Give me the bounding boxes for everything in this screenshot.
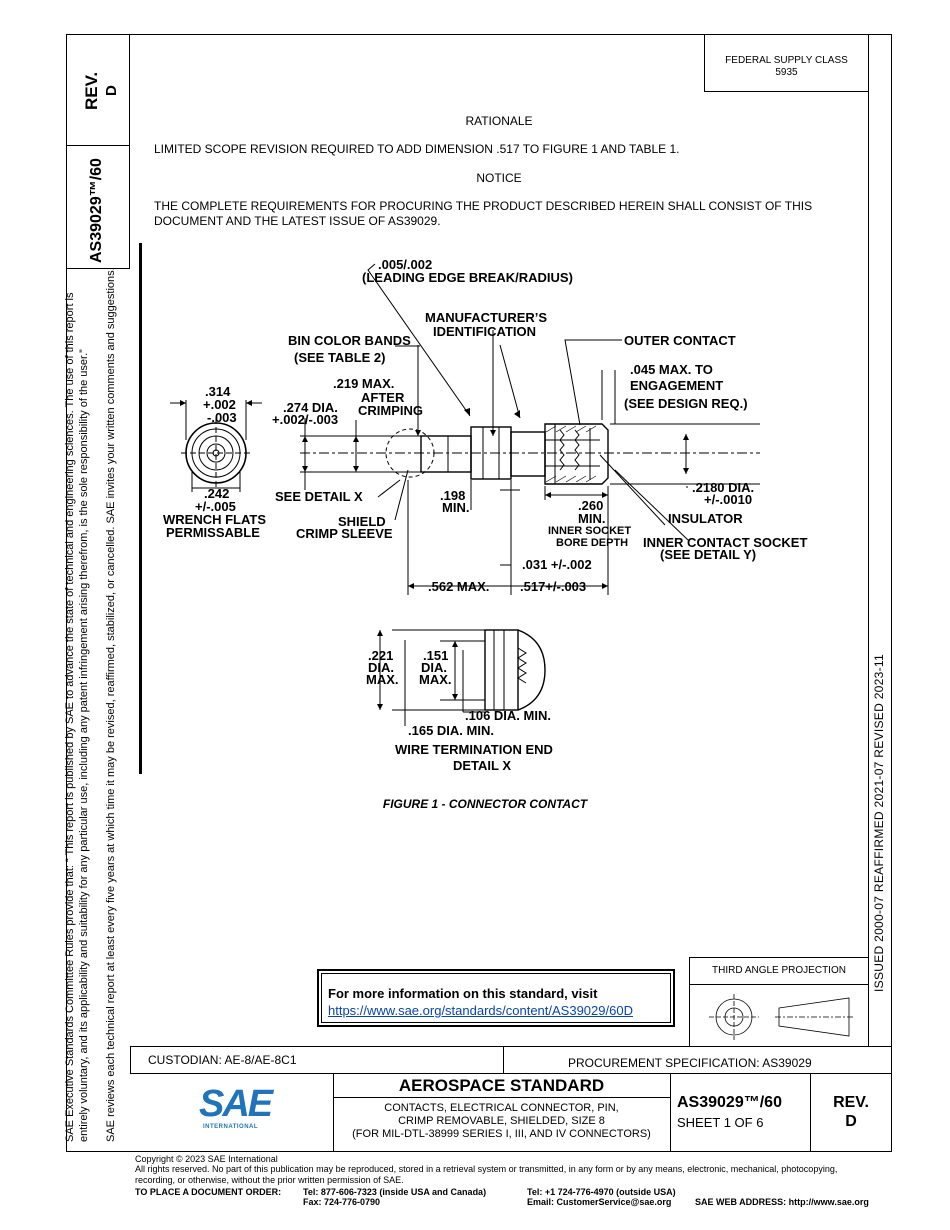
label-d151-3: MAX. (419, 672, 452, 687)
footer-rights-1: All rights reserved. No part of this pub… (135, 1164, 838, 1174)
label-engagement-3: (SEE DESIGN REQ.) (624, 396, 748, 411)
label-mfr-id-2: IDENTIFICATION (433, 324, 536, 339)
label-insulator: INSULATOR (668, 511, 743, 526)
label-wrench-1: WRENCH FLATS (163, 512, 266, 527)
sae-logo-sub: INTERNATIONAL (203, 1124, 259, 1130)
label-d221-2: DIA. (368, 660, 394, 675)
doc-number-box (66, 145, 130, 269)
label-see-detail-x: SEE DETAIL X (275, 489, 363, 504)
label-flats-3: -.003 (207, 410, 237, 425)
fsc-code: 5935 (775, 67, 798, 78)
label-flats-2: +.002 (203, 397, 236, 412)
label-mfr-id-1: MANUFACTURER’S (425, 310, 547, 325)
detail-x-body (484, 629, 519, 711)
crimp-barrel (420, 435, 472, 473)
rationale-heading: RATIONALE (465, 114, 533, 128)
label-d151-2: DIA. (421, 660, 447, 675)
label-dia274-2: +.002/-.003 (272, 412, 338, 427)
label-d242-1: .242 (204, 486, 229, 501)
footer-rights-2: recording, or otherwise, without the pri… (135, 1175, 404, 1185)
rev-letter: D (845, 1113, 857, 1130)
desc-line-3: (FOR MIL-DTL-38999 SERIES I, III, AND IV… (352, 1128, 651, 1140)
rev-label: REV. (833, 1094, 869, 1111)
label-inner-socket-1: INNER CONTACT SOCKET (643, 535, 807, 550)
label-d517: .517+/-.003 (520, 579, 586, 594)
label-d260-1: .260 (578, 498, 603, 513)
label-engagement-2: ENGAGEMENT (630, 378, 723, 393)
label-inner-socket-2: (SEE DETAIL Y) (660, 547, 756, 562)
label-d151-1: .151 (423, 648, 448, 663)
notice-text: THE COMPLETE REQUIREMENTS FOR PROCURING … (154, 199, 813, 228)
projection-symbol (709, 994, 854, 1040)
label-d260-2: MIN. (578, 511, 605, 526)
label-d2180-1: .2180 DIA. (692, 480, 754, 495)
label-d165: .165 DIA. MIN. (408, 723, 494, 738)
label-bore-1: INNER SOCKET (548, 525, 631, 537)
figure-caption: FIGURE 1 - CONNECTOR CONTACT (382, 797, 588, 811)
label-dia274-1: .274 DIA. (283, 400, 338, 415)
label-d562: .562 MAX. (428, 579, 489, 594)
custodian: CUSTODIAN: AE-8/AE-8C1 (148, 1053, 297, 1067)
label-d198-2: MIN. (442, 500, 469, 515)
label-detail-title-1: WIRE TERMINATION END (395, 742, 553, 757)
fsc-box (704, 34, 869, 92)
info-box (317, 969, 675, 1027)
doc-number: AS39029™/60 (677, 1094, 782, 1111)
label-d221-3: MAX. (366, 672, 399, 687)
standard-link[interactable]: https://www.sae.org/standards/content/AS… (328, 1003, 633, 1018)
label-outer-contact: OUTER CONTACT (624, 333, 736, 348)
right-strip-divider (868, 34, 869, 1046)
label-shield-2: CRIMP SLEEVE (296, 526, 393, 541)
label-bin-color-2: (SEE TABLE 2) (294, 350, 386, 365)
label-crimp-3: CRIMPING (358, 403, 423, 418)
label-bore-2: BORE DEPTH (556, 537, 628, 549)
footer-fax: Fax: 724-776-0790 (303, 1197, 381, 1207)
fsc-label: FEDERAL SUPPLY CLASS (725, 55, 848, 66)
rationale-text: LIMITED SCOPE REVISION REQUIRED TO ADD D… (154, 142, 680, 156)
footer-email: Email: CustomerService@sae.org (527, 1197, 672, 1207)
outer-contact-body (510, 431, 546, 477)
footer-tel-intl: Tel: +1 724-776-4970 (outside USA) (527, 1187, 676, 1197)
notice-heading: NOTICE (476, 171, 522, 185)
label-d242-2: +/-.005 (195, 499, 236, 514)
label-bin-color-1: BIN COLOR BANDS (288, 333, 411, 348)
projection-label: THIRD ANGLE PROJECTION (712, 965, 846, 976)
connector-contact-figure: .005/.002 (LEADING EDGE BREAK/RADIUS) MA… (163, 257, 807, 773)
footer-copyright: Copyright © 2023 SAE International (135, 1154, 278, 1164)
footer-order-label: TO PLACE A DOCUMENT ORDER: (135, 1187, 282, 1197)
footer-tel-us: Tel: 877-606-7323 (inside USA and Canada… (303, 1187, 487, 1197)
page-frame (66, 34, 892, 1152)
sae-logo: SAE (199, 1083, 273, 1125)
standard-type: AEROSPACE STANDARD (398, 1076, 605, 1095)
label-crimp-2: AFTER (361, 390, 405, 405)
label-d031: .031 +/-.002 (522, 557, 592, 572)
info-text: For more information on this standard, v… (328, 986, 598, 1001)
label-edge-break: .005/.002 (378, 257, 432, 272)
change-bar (139, 243, 142, 774)
label-d198-1: .198 (440, 488, 465, 503)
footer-web: SAE WEB ADDRESS: http://www.sae.org (695, 1197, 869, 1207)
label-d221-1: .221 (368, 648, 393, 663)
label-detail-title-2: DETAIL X (453, 758, 511, 773)
label-edge-break-note: (LEADING EDGE BREAK/RADIUS) (362, 270, 573, 285)
label-d2180-2: +/-.0010 (704, 492, 752, 507)
desc-line-2: CRIMP REMOVABLE, SHIELDED, SIZE 8 (398, 1115, 605, 1127)
label-crimp-1: .219 MAX. (333, 376, 394, 391)
procurement: PROCUREMENT SPECIFICATION: AS39029 (568, 1056, 812, 1070)
label-wrench-2: PERMISSABLE (166, 525, 260, 540)
desc-line-1: CONTACTS, ELECTRICAL CONNECTOR, PIN, (384, 1102, 619, 1114)
label-shield-1: SHIELD (338, 514, 386, 529)
label-flats-1: .314 (205, 384, 231, 399)
sheet-info: SHEET 1 OF 6 (677, 1115, 764, 1130)
label-engagement-1: .045 MAX. TO (630, 362, 713, 377)
label-d106: .106 DIA. MIN. (465, 708, 551, 723)
